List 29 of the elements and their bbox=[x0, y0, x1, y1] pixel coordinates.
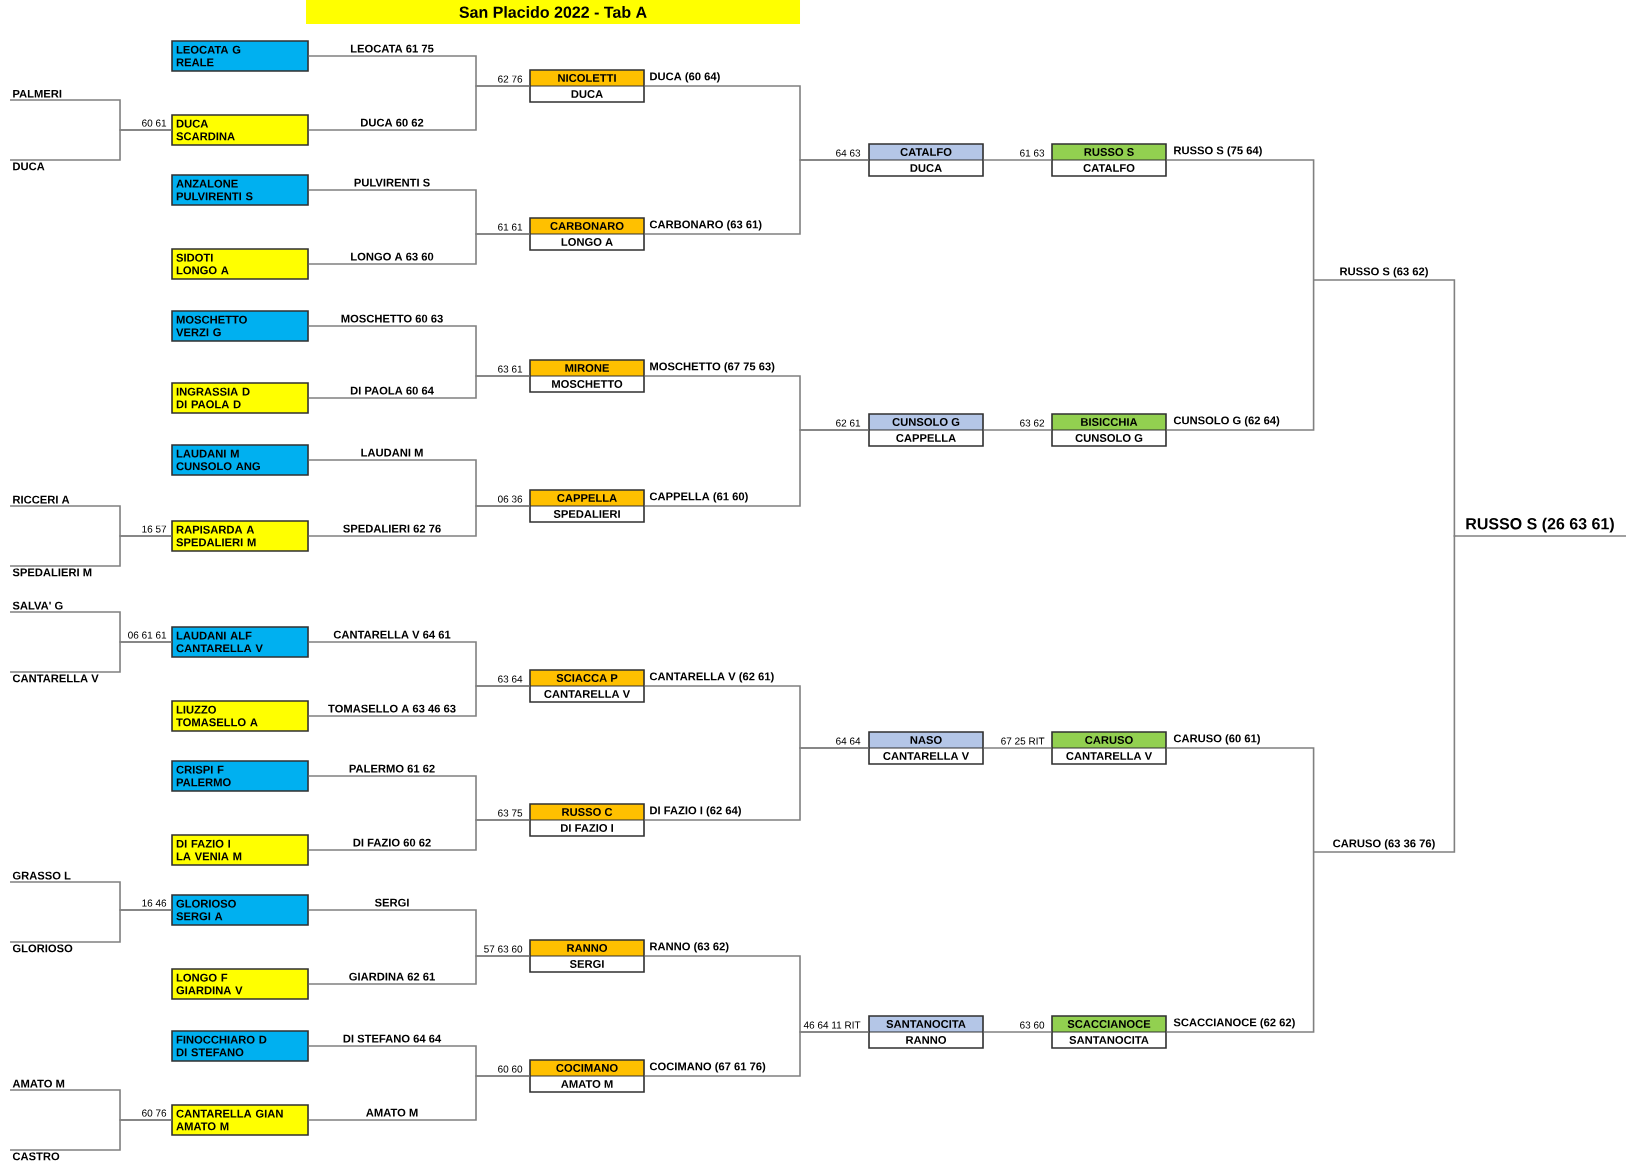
bracket-line bbox=[1166, 279, 1315, 431]
bracket-line bbox=[308, 375, 530, 399]
bracket-line bbox=[983, 429, 1052, 431]
bracket-line bbox=[9, 1119, 172, 1151]
bracket-line bbox=[1166, 159, 1315, 281]
bracket-line bbox=[983, 1031, 1052, 1033]
winner-text: RUSSO S (26 63 61) bbox=[1453, 517, 1627, 537]
bracket-line bbox=[308, 955, 530, 985]
bracket-line bbox=[308, 505, 530, 537]
bracket-line bbox=[308, 233, 530, 265]
bracket-line bbox=[1312, 279, 1456, 537]
bracket-line bbox=[983, 747, 1052, 749]
bracket-line bbox=[644, 159, 869, 235]
bracket-line bbox=[1166, 747, 1315, 853]
bracket-line bbox=[644, 747, 869, 821]
bracket-line bbox=[308, 1075, 530, 1121]
bracket-line bbox=[983, 159, 1052, 161]
bracket-line bbox=[9, 641, 172, 673]
bracket-line bbox=[1312, 535, 1456, 853]
bracket-line bbox=[644, 1031, 869, 1077]
bracket-line bbox=[308, 685, 530, 717]
bracket-line bbox=[308, 85, 530, 131]
title-banner: San Placido 2022 - Tab A bbox=[306, 0, 800, 24]
bracket-line bbox=[9, 129, 172, 161]
bracket-line bbox=[9, 535, 172, 567]
bracket-line bbox=[308, 819, 530, 851]
bracket-line bbox=[9, 909, 172, 943]
bracket-line bbox=[644, 429, 869, 507]
bracket-line bbox=[1166, 851, 1315, 1033]
